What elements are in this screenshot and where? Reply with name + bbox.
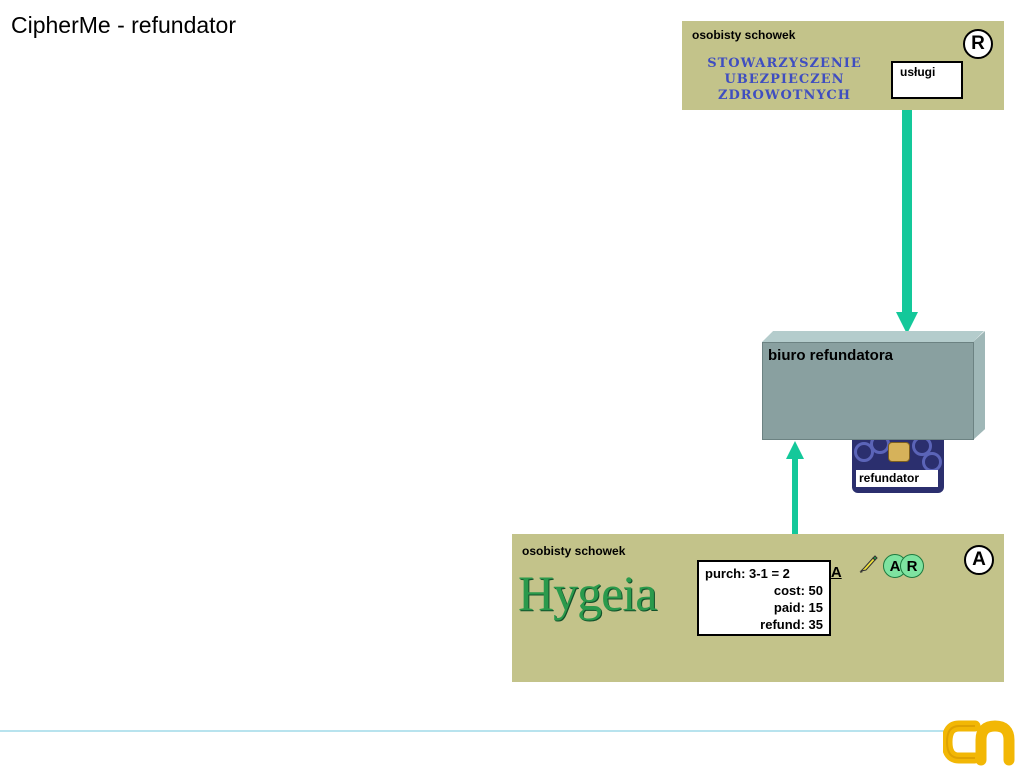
footer-divider — [0, 730, 945, 732]
arrow-down — [902, 110, 912, 315]
vault-label: osobisty schowek — [522, 544, 626, 558]
arrow-up-head-icon — [786, 441, 804, 459]
card-label: refundator — [856, 470, 938, 487]
ciphersme-logo — [943, 720, 1015, 766]
vault-label: osobisty schowek — [692, 28, 796, 42]
role-circle-r: R — [900, 554, 924, 578]
association-logo-line: STOWARZYSZENIE — [707, 56, 862, 71]
receipt-purch: purch: 3-1 = 2 — [705, 566, 790, 581]
refundator-card[interactable]: refundator — [852, 440, 944, 493]
office-box-top — [762, 331, 984, 342]
receipt-box: purch: 3-1 = 2 cost: 50 paid: 15 refund:… — [697, 560, 831, 636]
receipt-refund: refund: 35 — [760, 617, 823, 632]
card-pattern-icon — [912, 440, 932, 456]
card-pattern-icon — [854, 442, 874, 462]
refundator-office: biuro refundatora — [762, 342, 974, 440]
services-box[interactable]: usługi — [891, 61, 963, 99]
office-box-side — [973, 331, 985, 440]
arrow-down-head-icon — [896, 312, 918, 334]
association-logo-line: UBEZPIECZEN — [724, 72, 845, 87]
pen-icon[interactable] — [858, 554, 878, 574]
role-badge-a: A — [964, 545, 994, 575]
card-pattern-icon — [870, 440, 890, 454]
office-label: biuro refundatora — [768, 347, 894, 364]
receipt-paid: paid: 15 — [773, 600, 823, 615]
card-chip-icon — [888, 442, 910, 462]
receipt-cost: cost: 50 — [773, 583, 823, 598]
vault-user: osobisty schowek A Hygeia UA A R purch: … — [512, 534, 1004, 682]
slide-title: CipherMe - refundator — [11, 12, 236, 38]
association-logo: STOWARZYSZENIE UBEZPIECZEN ZDROWOTNYCH — [692, 56, 877, 104]
hygeia-logo: Hygeia — [518, 565, 657, 621]
role-badge-r: R — [963, 29, 993, 59]
arrow-up — [792, 457, 798, 563]
card-pattern-icon — [922, 452, 942, 472]
vault-refundator: osobisty schowek R STOWARZYSZENIE UBEZPI… — [682, 21, 1004, 110]
association-logo-line: ZDROWOTNYCH — [717, 88, 852, 103]
